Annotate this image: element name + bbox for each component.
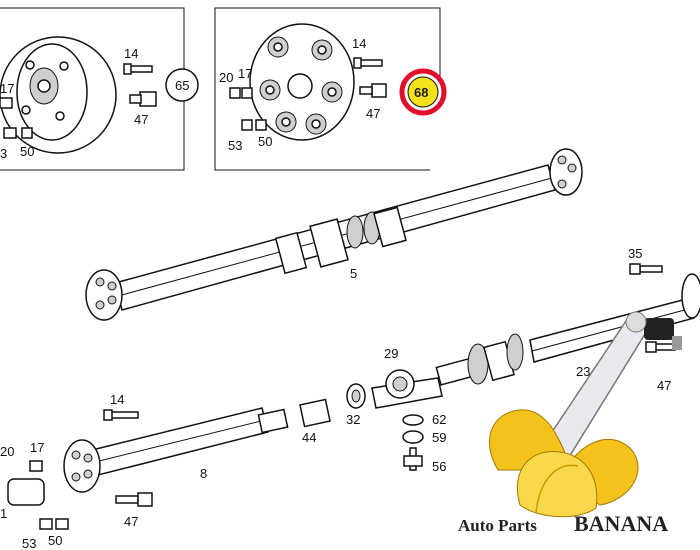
drive-shaft-5	[85, 148, 583, 321]
callout-label: 62	[432, 412, 446, 427]
brand-text-a: Auto Parts	[458, 516, 537, 535]
callout-68-highlight[interactable]	[399, 68, 447, 116]
callout-label: 20	[219, 70, 233, 85]
callout-label: 23	[576, 364, 590, 379]
callout-65-circle	[165, 68, 199, 102]
callout-label: 50	[48, 533, 62, 548]
callout-label: 14	[124, 46, 138, 61]
banana-icon	[489, 409, 639, 518]
callout-label: 47	[366, 106, 380, 121]
callout-label: 56	[432, 459, 446, 474]
center-bearing-29	[371, 369, 443, 471]
callout-label: 53	[228, 138, 242, 153]
brand-text-b: BANANA	[574, 511, 668, 536]
callout-label: 65	[175, 78, 189, 93]
bolt-icon	[123, 63, 153, 75]
callout-label: 53	[22, 536, 36, 550]
callout-label: 35	[628, 246, 642, 261]
callout-label: 17	[238, 66, 252, 81]
callout-label: 5	[350, 266, 357, 281]
callout-label: 50	[20, 144, 34, 159]
callout-label: 3	[0, 146, 7, 161]
drive-shaft-23	[435, 263, 700, 386]
callout-label: 47	[134, 112, 148, 127]
callout-label: 17	[0, 81, 14, 96]
callout-label: 29	[384, 346, 398, 361]
callout-label: 14	[352, 36, 366, 51]
callout-68-label: 68	[414, 85, 428, 100]
drive-shaft-8	[7, 383, 366, 530]
callout-label: 32	[346, 412, 360, 427]
watermark-logo: Auto Parts BANANA	[458, 311, 682, 536]
callout-label: 47	[657, 378, 671, 393]
control-arm-icon	[538, 311, 682, 463]
callout-label: 17	[30, 440, 44, 455]
callout-label: 8	[200, 466, 207, 481]
panel-flex-disc-68	[214, 7, 441, 171]
callout-label: 50	[258, 134, 272, 149]
callout-label: 47	[124, 514, 138, 529]
callout-labels: 14 17 47 50 3 65 20 17 14 47 53 50 68 5 …	[0, 36, 671, 550]
panel-flex-disc-65	[0, 7, 199, 171]
callout-label: 59	[432, 430, 446, 445]
callout-label: 14	[110, 392, 124, 407]
callout-label: 20	[0, 444, 14, 459]
nut-icon	[129, 91, 157, 107]
callout-label: 44	[302, 430, 316, 445]
callout-label: 1	[0, 506, 7, 521]
